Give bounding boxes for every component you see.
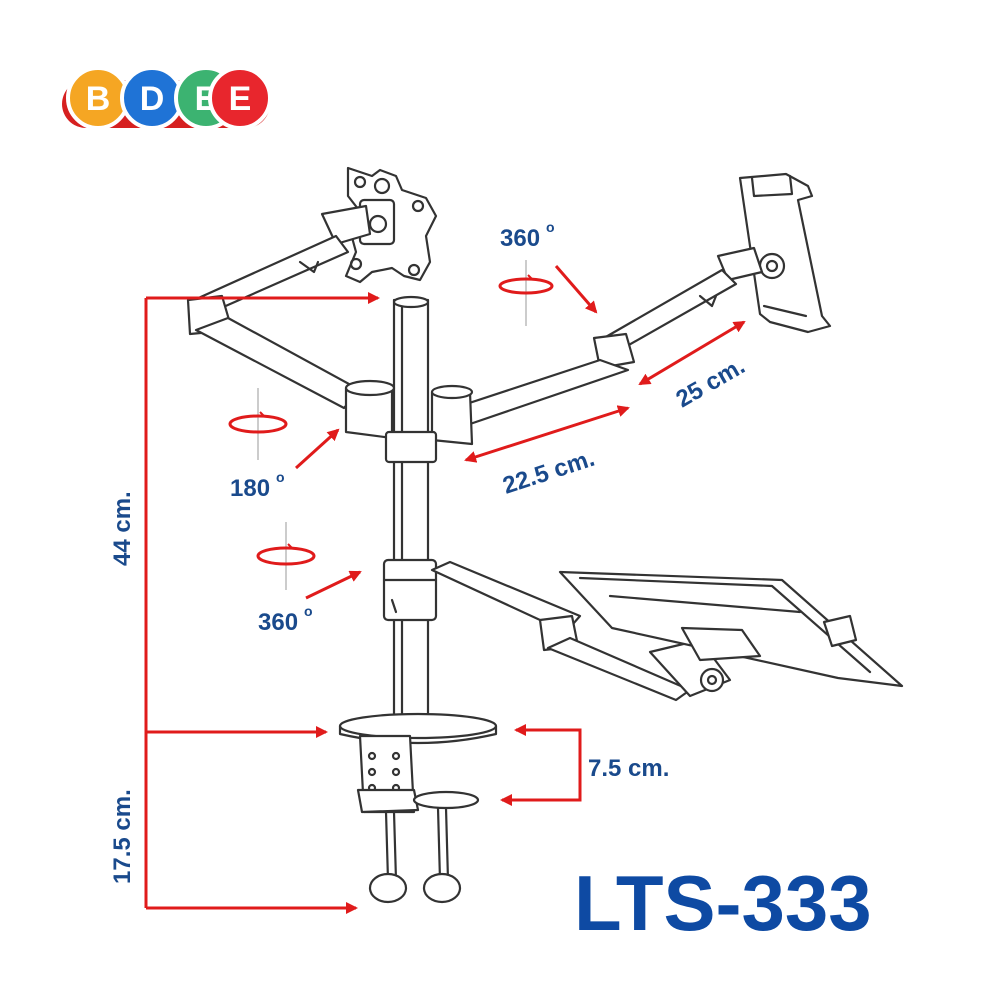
rotation-arrow-icon [228,388,288,460]
clamp-opening-label: 7.5 cm. [588,755,669,782]
degree-mark: o [546,219,555,235]
height-upper-label: 44 cm. [109,491,136,566]
left-monitor-arm [186,204,372,410]
rotation-value: 360 [258,609,298,636]
rotation-arrow-icon [498,260,554,326]
brand-logo: B D E E [62,66,272,130]
height-lower-label: 17.5 cm. [109,789,136,884]
logo-letter-e2: E [208,66,272,130]
logo-letter-b: B [66,66,130,130]
logo-letter-d: D [120,66,184,130]
desk-clamp [338,712,498,904]
logo-char-4: E [229,80,252,118]
rotation-label-mid: 360 o [258,603,313,636]
rotation-label-left: 180 o [230,469,285,502]
mount-pole [392,295,430,722]
model-name: LTS-333 [574,859,872,947]
lower-hub [382,558,438,622]
upper-hub [344,379,474,464]
logo-char-2: D [140,80,165,118]
dimension-lines [144,265,746,914]
mount-drawing [186,166,904,904]
degree-mark: o [276,469,285,485]
rotation-value: 360 [500,225,540,252]
laptop-tray [558,570,904,688]
dimension-arrow-icon [464,405,630,463]
degree-mark: o [304,603,313,619]
tablet-holder [716,172,832,334]
dimension-arrow-icon [638,320,746,386]
rotation-label-top: 360 o [500,219,555,252]
arm-inner-length-label: 22.5 cm. [500,445,598,500]
logo-char-1: B [86,80,111,118]
rotation-arrow-icon [256,522,316,590]
arm-outer-length-label: 25 cm. [672,352,750,413]
rotation-value: 180 [230,475,270,502]
